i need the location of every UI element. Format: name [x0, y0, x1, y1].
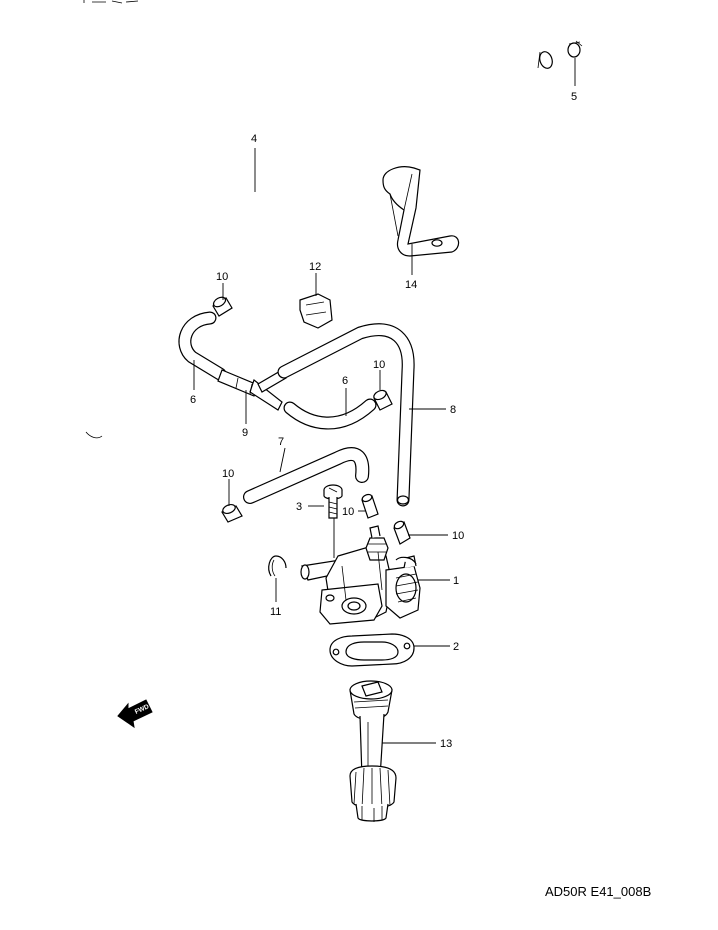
hose-clip-part-11: [268, 555, 287, 577]
long-hose-part-4: [84, 51, 553, 574]
callout-2: 2: [453, 641, 459, 653]
cap-part-10-a: [212, 296, 233, 317]
leader-lines: [193, 58, 576, 744]
title-fragment: [83, 0, 139, 4]
callout-13: 13: [440, 738, 452, 750]
bracket-part-14: [382, 166, 460, 257]
callout-3: 3: [296, 501, 302, 513]
pump-body-part-1: [300, 525, 421, 625]
drive-gear-part-13: [349, 680, 397, 822]
callout-4: 4: [251, 133, 257, 145]
callout-8: 8: [450, 404, 456, 416]
callout-14: 14: [405, 279, 417, 291]
hose-part-6-upper: [178, 311, 227, 381]
callout-10-e: 10: [452, 530, 464, 542]
cap-part-10-b: [373, 389, 393, 411]
callout-10-d: 10: [342, 506, 354, 518]
callouts: 5 4 14 12 10 6 9 10 6 8 7 10 3 10 10 1 2…: [190, 91, 577, 750]
clip-part-12: [299, 293, 333, 329]
callout-5: 5: [571, 91, 577, 103]
gasket-part-2: [329, 633, 415, 667]
callout-12: 12: [309, 261, 321, 273]
callout-10-b: 10: [373, 359, 385, 371]
hose-part-7: [243, 447, 370, 504]
callout-7: 7: [278, 436, 284, 448]
callout-9: 9: [242, 427, 248, 439]
screw-part-3: [323, 484, 343, 519]
hose-part-6-lower: [283, 398, 377, 430]
callout-11: 11: [270, 606, 281, 618]
callout-10-a: 10: [216, 271, 228, 283]
diagram-code: AD50R E41_008B: [545, 884, 651, 899]
cap-part-10-e: [393, 520, 411, 545]
cap-part-10-d: [361, 493, 379, 519]
cap-part-10-c: [221, 503, 243, 523]
callout-10-c: 10: [222, 468, 234, 480]
callout-1: 1: [453, 575, 459, 587]
callout-6-lower: 6: [342, 375, 348, 387]
callout-6-upper: 6: [190, 394, 196, 406]
clamp-part-5: [567, 40, 583, 58]
t-joint-part-9: [217, 369, 287, 411]
hose-part-8: [277, 323, 415, 507]
fwd-arrow-icon: FWD: [117, 699, 153, 729]
